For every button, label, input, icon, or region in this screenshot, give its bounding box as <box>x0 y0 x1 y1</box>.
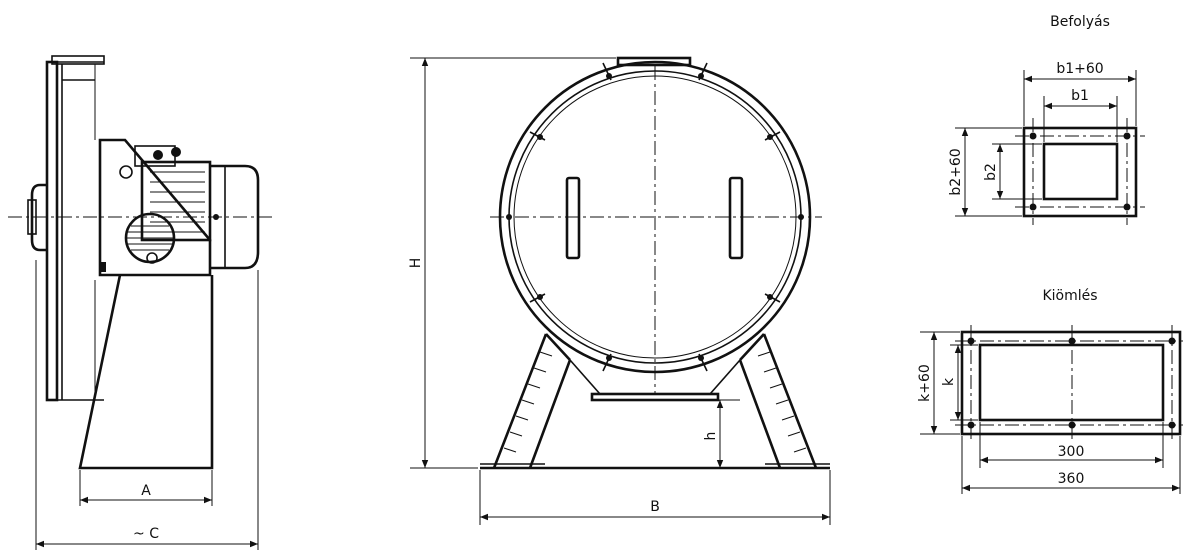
dim-b2-60-label: b2+60 <box>948 148 964 195</box>
dim-b2-label: b2 <box>983 163 999 181</box>
dim-k-label: k <box>941 377 957 386</box>
side-view: A ~ C <box>8 55 272 550</box>
inlet-flange-view: Befolyás b1+60 b1 b2+60 b2 <box>948 14 1145 225</box>
dim-360-label: 360 <box>1058 471 1085 487</box>
dim-b1-60-label: b1+60 <box>1056 61 1103 77</box>
dim-k-60-label: k+60 <box>917 364 933 402</box>
outlet-title: Kiömlés <box>1042 288 1097 304</box>
dim-b-label: B <box>650 499 660 515</box>
inlet-title: Befolyás <box>1050 14 1110 30</box>
dim-b1-label: b1 <box>1071 88 1089 104</box>
outlet-flange-view: Kiömlés k+60 k 300 360 <box>917 288 1183 494</box>
dim-300-label: 300 <box>1058 444 1085 460</box>
dim-h-total-label: H <box>408 258 424 269</box>
dim-c-label: ~ C <box>133 526 159 542</box>
front-view: H h B <box>408 56 831 525</box>
dim-h-leg-label: h <box>703 432 719 441</box>
dim-a-label: A <box>141 483 151 499</box>
